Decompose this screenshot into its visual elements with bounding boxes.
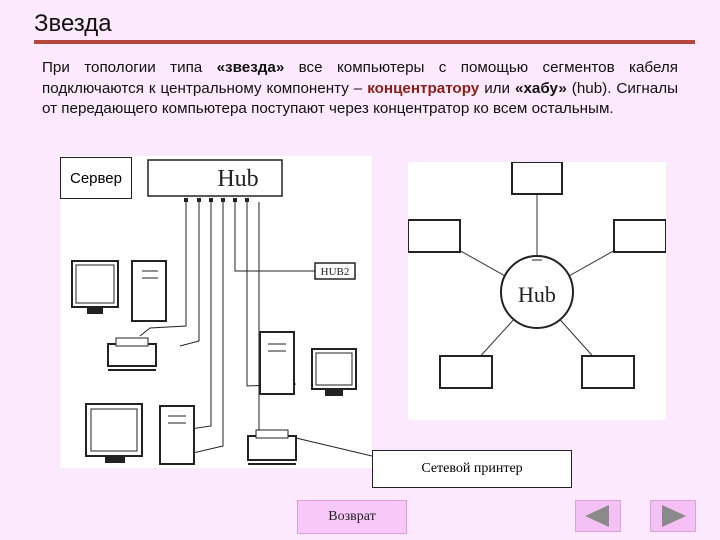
term-concentrator: концентратору — [367, 79, 480, 97]
hub-center-label: Hub — [518, 282, 556, 307]
text-part: все компьютеры с помощью сегментов кабел… — [42, 59, 678, 97]
page-title: Звезда — [34, 10, 112, 37]
term-star: «звезда» — [216, 59, 285, 76]
network-printer — [247, 429, 297, 465]
workstation-2 — [259, 331, 357, 396]
node-right — [613, 219, 667, 253]
hub-box — [147, 159, 283, 197]
node-bottom-left — [439, 355, 493, 389]
hub2-device — [314, 262, 356, 280]
node-left — [407, 219, 461, 253]
description-paragraph: При топологии типа «звезда» все компьюте… — [42, 58, 678, 120]
hub-circle — [500, 255, 574, 329]
network-diagram-svg: Hub HUB2 — [71, 159, 373, 465]
term-hub: «хабу» — [515, 79, 567, 97]
hub-ports — [184, 198, 249, 202]
network-printer-callout: Сетевой принтер — [372, 450, 572, 488]
star-topology-diagram: Hub — [407, 161, 667, 420]
workstation-1 — [71, 260, 167, 322]
text-part: (hub). Сигналы от передающего компьютера… — [42, 79, 679, 118]
prev-slide-button[interactable] — [575, 500, 621, 532]
title-divider — [34, 40, 695, 44]
hub-label: Hub — [217, 166, 258, 192]
node-bottom-right — [581, 355, 635, 389]
server-label-box: Сервер — [60, 157, 132, 199]
text-part: или — [479, 79, 515, 97]
text-part: При топологии типа — [42, 59, 217, 76]
return-button[interactable]: Возврат — [297, 500, 407, 534]
topology-svg: Hub — [407, 161, 667, 389]
nodes — [407, 161, 667, 389]
hub2-label: HUB2 — [321, 266, 350, 278]
printer-1 — [107, 337, 157, 371]
workstation-3 — [85, 403, 195, 465]
next-slide-button[interactable] — [650, 500, 696, 532]
star-network-illustration: Hub HUB2 — [60, 156, 373, 468]
triangle-right-icon — [662, 505, 686, 527]
node-top — [511, 161, 563, 195]
triangle-left-icon — [585, 505, 609, 527]
